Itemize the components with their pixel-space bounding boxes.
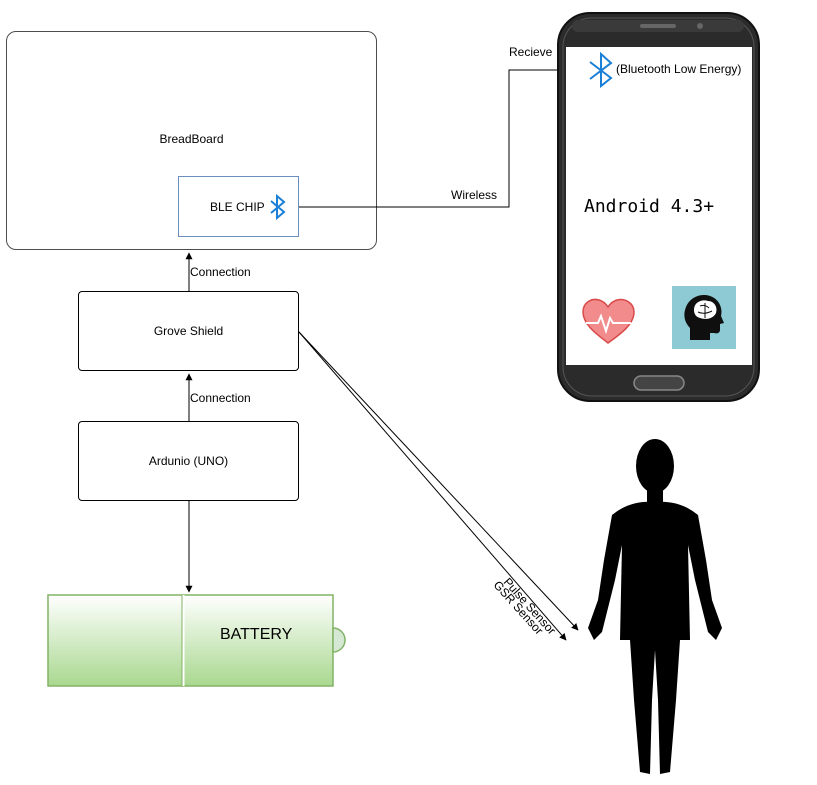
bluetooth-icon xyxy=(270,193,286,220)
recieve-label: Recieve xyxy=(509,45,553,59)
gsr-sensor-line xyxy=(298,331,567,641)
arduino-box: Ardunio (UNO) xyxy=(78,421,299,501)
android-version-label: Android 4.3+ xyxy=(584,196,715,217)
connection-label-bottom: Connection xyxy=(190,391,251,405)
breadboard-label: BreadBoard xyxy=(159,132,224,146)
wireless-label: Wireless xyxy=(451,188,498,202)
grove-shield-label: Grove Shield xyxy=(153,324,224,338)
ble-chip-label: BLE CHIP xyxy=(210,199,265,214)
ble-chip-box: BLE CHIP xyxy=(178,176,299,237)
grove-shield-box: Grove Shield xyxy=(78,291,299,371)
battery-label: BATTERY xyxy=(220,626,293,643)
battery-icon xyxy=(47,594,346,687)
phone-bluetooth-icon xyxy=(589,51,613,89)
arduino-label: Ardunio (UNO) xyxy=(148,454,229,468)
wireless-link xyxy=(299,66,587,208)
connection-label-top: Connection xyxy=(190,265,251,279)
brain-head-icon xyxy=(672,286,736,349)
pulse-sensor-line xyxy=(298,331,579,631)
heart-pulse-icon xyxy=(582,298,635,344)
human-silhouette-icon xyxy=(588,439,722,774)
phone-ble-note: (Bluetooth Low Energy) xyxy=(616,62,742,76)
